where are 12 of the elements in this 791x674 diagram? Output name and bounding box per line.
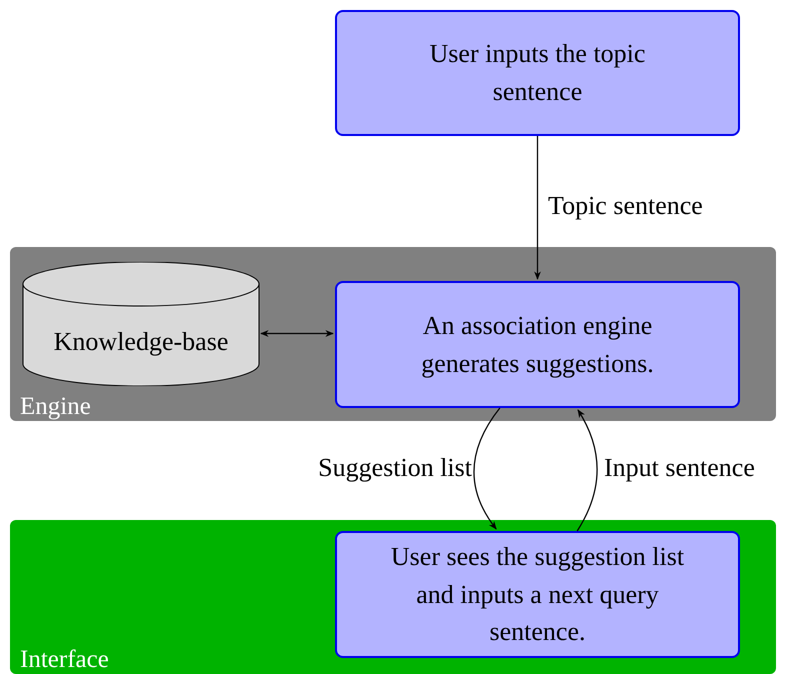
arrow: [260, 330, 334, 337]
group-panel: [10, 247, 776, 421]
group-label: Engine: [20, 394, 91, 419]
process-box: User sees the suggestion list and inputs a next query sentence.: [335, 531, 740, 658]
arrow: [576, 409, 598, 532]
arrow: [473, 408, 500, 530]
node-label: Knowledge-base: [54, 326, 228, 358]
group-label: Interface: [20, 647, 109, 672]
arrow: [534, 136, 541, 280]
process-box: User inputs the topic sentence: [335, 10, 740, 136]
group-panel: [10, 520, 776, 674]
process-box: An association engine generates suggestions.: [335, 281, 740, 408]
